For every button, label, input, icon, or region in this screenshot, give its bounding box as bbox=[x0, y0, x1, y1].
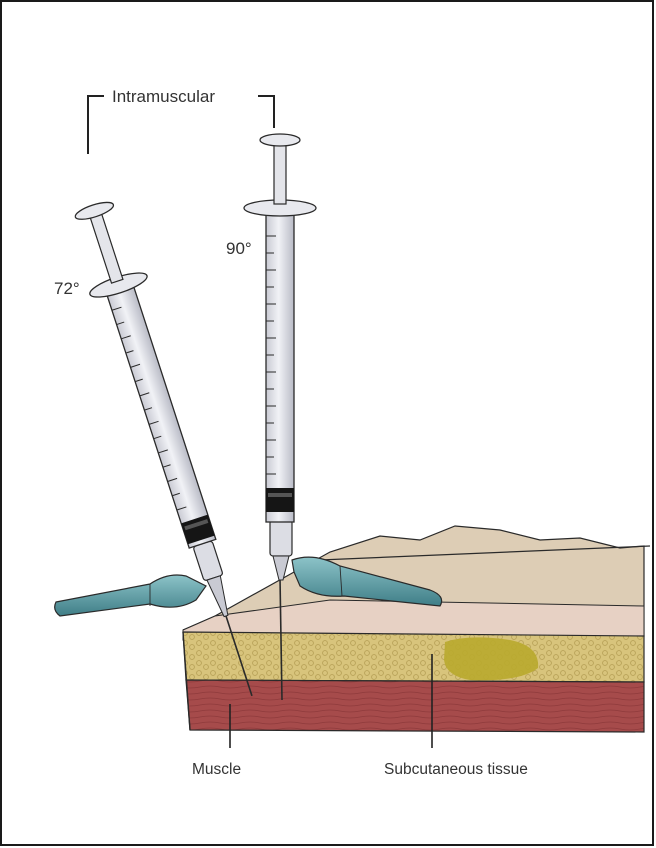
tissue-block bbox=[183, 526, 650, 732]
title-label: Intramuscular bbox=[112, 87, 215, 106]
angle-72-label: 72° bbox=[54, 279, 80, 298]
subcutaneous-label: Subcutaneous tissue bbox=[384, 761, 528, 778]
muscle-layer bbox=[186, 680, 644, 732]
angle-90-label: 90° bbox=[226, 239, 252, 258]
subcutaneous-layer bbox=[183, 632, 644, 682]
muscle-label: Muscle bbox=[192, 761, 241, 778]
needle-cap-left bbox=[55, 575, 206, 616]
